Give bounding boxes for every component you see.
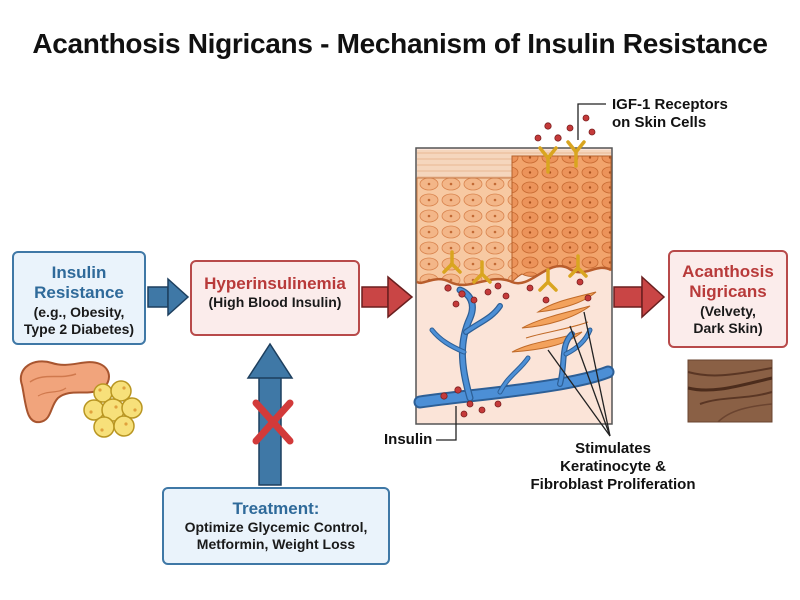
insulin-leader-line — [436, 406, 457, 441]
acanthosis-title-line2: Nigricans — [689, 282, 767, 302]
acanthosis-detail-line2: Dark Skin) — [693, 319, 763, 336]
insulin-molecules — [440, 114, 596, 418]
blood-vessel — [413, 286, 615, 409]
insulin-resistance-title-line2: Resistance — [34, 283, 124, 303]
arrow-resistance-to-hyper — [147, 277, 190, 317]
stimulates-proliferation-label: Stimulates Keratinocyte & Fibroblast Pro… — [500, 440, 726, 494]
dark-skin-patch-icon — [687, 359, 773, 423]
insulin-resistance-detail-line2: Type 2 Diabetes) — [23, 320, 135, 337]
red-x-icon — [252, 399, 294, 445]
acanthosis-title-line1: Acanthosis — [682, 262, 774, 281]
insulin-label: Insulin — [384, 431, 433, 448]
igf-label-line2: on Skin Cells — [612, 114, 707, 131]
hyperinsulinemia-box: Hyperinsulinemia (High Blood Insulin) — [190, 260, 360, 336]
stimulates-label-line2: Keratinocyte & — [560, 458, 666, 475]
acanthosis-nigricans-box: Acanthosis Nigricans (Velvety, Dark Skin… — [668, 250, 788, 348]
arrow-hyper-to-skin — [361, 275, 414, 319]
stimulates-label-line3: Fibroblast Proliferation — [530, 476, 696, 493]
fat-cells-icon — [83, 380, 143, 438]
igf-receptors-label: IGF-1 Receptors on Skin Cells — [612, 96, 728, 132]
fibroblast-cells — [511, 291, 597, 353]
stimulates-leader-lines — [547, 311, 611, 437]
treatment-detail-line2: Metformin, Weight Loss — [196, 536, 356, 553]
y-receptor-icon — [442, 140, 588, 292]
hyperinsulinemia-detail: (High Blood Insulin) — [208, 294, 342, 311]
hyperinsulinemia-title: Hyperinsulinemia — [204, 274, 346, 293]
arrow-skin-to-acanthosis — [613, 275, 666, 319]
igf-label-line1: IGF-1 Receptors — [612, 96, 728, 113]
diagram-title: Acanthosis Nigricans - Mechanism of Insu… — [32, 28, 768, 59]
treatment-box: Treatment: Optimize Glycemic Control, Me… — [162, 487, 390, 565]
insulin-resistance-box: Insulin Resistance (e.g., Obesity, Type … — [12, 251, 146, 345]
igf-leader-line — [577, 103, 606, 140]
treatment-detail-line1: Optimize Glycemic Control, — [184, 519, 368, 536]
treatment-title: Treatment: — [232, 499, 320, 518]
stimulates-label-line1: Stimulates — [575, 440, 651, 457]
acanthosis-detail-line1: (Velvety, — [700, 302, 756, 319]
insulin-resistance-title-line1: Insulin — [51, 263, 107, 282]
insulin-resistance-detail-line1: (e.g., Obesity, — [33, 303, 125, 320]
